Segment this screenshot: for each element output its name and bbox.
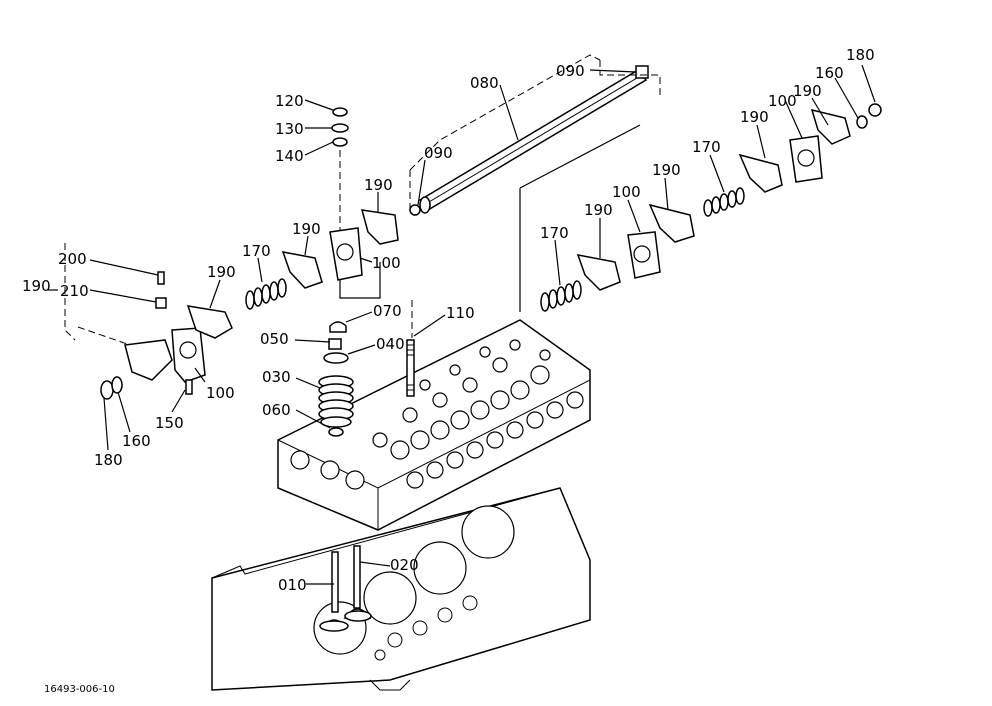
callout-130: 130 xyxy=(275,120,304,138)
callout-190-right-lower: 190 xyxy=(584,201,613,219)
callout-160-right: 160 xyxy=(815,64,844,82)
callout-190-center-upper: 190 xyxy=(364,176,393,194)
drawing-code: 16493-006-10 xyxy=(44,684,115,695)
valves xyxy=(319,545,372,632)
callout-070: 070 xyxy=(373,302,402,320)
valve-spring-assembly xyxy=(318,321,354,437)
callout-200: 200 xyxy=(58,250,87,268)
callout-060: 060 xyxy=(262,401,291,419)
rocker-springs xyxy=(245,187,745,312)
callout-050: 050 xyxy=(260,330,289,348)
cylinder-head xyxy=(277,319,591,531)
callout-030: 030 xyxy=(262,368,291,386)
callout-180-right: 180 xyxy=(846,46,875,64)
stud-bolt xyxy=(406,339,415,397)
callout-100-left: 100 xyxy=(206,384,235,402)
callout-170-right-lower: 170 xyxy=(540,224,569,242)
callout-190-far-right: 190 xyxy=(793,82,822,100)
callout-110: 110 xyxy=(446,304,475,322)
callout-170-left: 170 xyxy=(242,242,271,260)
rocker-arm-group-center xyxy=(281,107,399,289)
callout-090-right: 090 xyxy=(556,62,585,80)
callout-010: 010 xyxy=(278,576,307,594)
callout-210: 210 xyxy=(60,282,89,300)
callout-labels: 090 080 090 180 160 190 100 190 170 190 … xyxy=(22,46,875,695)
rocker-arm-group-left xyxy=(100,271,233,400)
rocker-arm-group-right xyxy=(576,103,882,291)
leader-lines xyxy=(48,64,876,585)
callout-190-right-upper: 190 xyxy=(740,108,769,126)
callout-190-center: 190 xyxy=(292,220,321,238)
callout-180-left: 180 xyxy=(94,451,123,469)
callout-150: 150 xyxy=(155,414,184,432)
callout-160-left: 160 xyxy=(122,432,151,450)
callout-020: 020 xyxy=(390,556,419,574)
callout-190-right-mid: 190 xyxy=(652,161,681,179)
callout-100-far-right: 100 xyxy=(768,92,797,110)
callout-140: 140 xyxy=(275,147,304,165)
callout-080: 080 xyxy=(470,74,499,92)
callout-090-left: 090 xyxy=(424,144,453,162)
callout-100-right-mid: 100 xyxy=(612,183,641,201)
callout-190-far-left: 190 xyxy=(22,277,51,295)
callout-100-center: 100 xyxy=(372,254,401,272)
rocker-shaft xyxy=(409,65,649,216)
guide-lines xyxy=(64,54,661,346)
callout-190-left: 190 xyxy=(207,263,236,281)
callout-170-right: 170 xyxy=(692,138,721,156)
callout-040: 040 xyxy=(376,335,405,353)
callout-120: 120 xyxy=(275,92,304,110)
